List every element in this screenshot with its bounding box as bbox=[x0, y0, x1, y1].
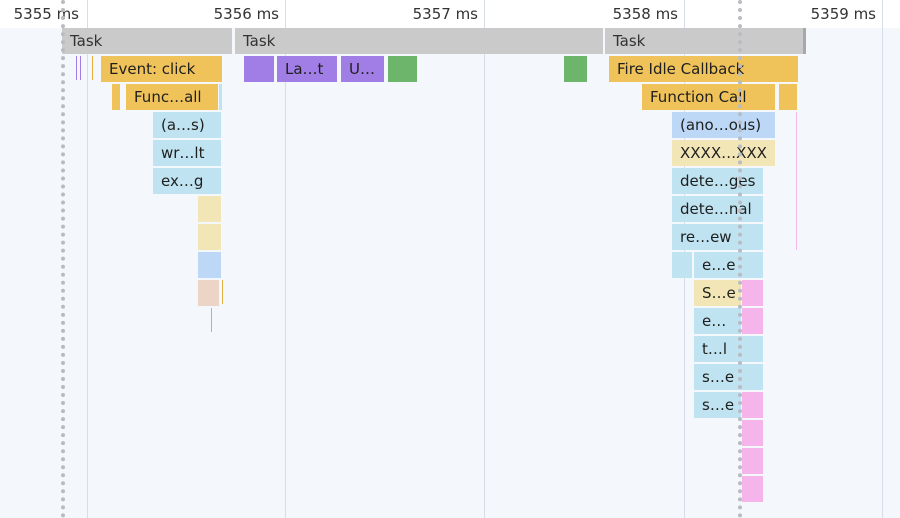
s-call-block[interactable]: s…e bbox=[694, 364, 763, 390]
task-edge bbox=[803, 28, 806, 54]
detect-changes-block[interactable]: dete…ges bbox=[672, 168, 763, 194]
task-block[interactable]: Task bbox=[235, 28, 603, 54]
timeline-marker-start bbox=[61, 0, 65, 518]
gc-block[interactable] bbox=[742, 392, 763, 418]
tick-label: 5358 ms bbox=[612, 5, 678, 23]
timeline-marker-end bbox=[738, 0, 742, 518]
fire-idle-callback-block[interactable]: Fire Idle Callback bbox=[609, 56, 798, 82]
tick-label: 5355 ms bbox=[13, 5, 79, 23]
tiny-event-sliver[interactable] bbox=[222, 280, 223, 304]
tiny-event-sliver[interactable] bbox=[76, 56, 77, 80]
script-sliver[interactable] bbox=[112, 84, 120, 110]
gridline bbox=[87, 0, 88, 518]
function-call-block[interactable]: Func…all bbox=[126, 84, 218, 110]
call-block[interactable] bbox=[198, 280, 219, 306]
update-layer-block[interactable]: U… bbox=[341, 56, 384, 82]
gc-block[interactable] bbox=[742, 280, 763, 306]
task-block[interactable]: Task bbox=[605, 28, 803, 54]
e-call-block[interactable]: e…e bbox=[694, 252, 763, 278]
function-call-block[interactable]: Function Call bbox=[642, 84, 775, 110]
write-call-block[interactable]: wr…lt bbox=[153, 140, 221, 166]
e-call-block[interactable]: e… bbox=[694, 308, 741, 334]
event-click-block[interactable]: Event: click bbox=[101, 56, 222, 82]
tick-label: 5357 ms bbox=[412, 5, 478, 23]
gc-block[interactable] bbox=[742, 308, 763, 334]
call-sliver[interactable] bbox=[219, 84, 222, 110]
detect-internal-block[interactable]: dete…nal bbox=[672, 196, 763, 222]
tiny-event-sliver[interactable] bbox=[80, 56, 81, 80]
anonymous-call-block[interactable]: (a…s) bbox=[153, 112, 221, 138]
call-block[interactable] bbox=[198, 196, 221, 222]
refresh-view-block[interactable]: re…ew bbox=[672, 224, 763, 250]
gridline bbox=[484, 0, 485, 518]
tiny-event-sliver[interactable] bbox=[211, 308, 212, 332]
call-sliver[interactable] bbox=[672, 252, 692, 278]
gridline bbox=[882, 0, 883, 518]
tick-label: 5356 ms bbox=[213, 5, 279, 23]
pink-sliver bbox=[796, 112, 797, 250]
task-block[interactable]: Task bbox=[62, 28, 232, 54]
exec-call-block[interactable]: ex…g bbox=[153, 168, 221, 194]
script-block[interactable] bbox=[779, 84, 797, 110]
timeline-ruler: 5355 ms 5356 ms 5357 ms 5358 ms 5359 ms bbox=[0, 0, 900, 28]
t-call-block[interactable]: t…l bbox=[694, 336, 763, 362]
paint-block[interactable] bbox=[388, 56, 417, 82]
s-call-block[interactable]: S…e bbox=[694, 280, 741, 306]
tick-label: 5359 ms bbox=[810, 5, 876, 23]
xxxx-call-block[interactable]: XXXX…XXX bbox=[672, 140, 775, 166]
anonymous-call-block[interactable]: (ano…ous) bbox=[672, 112, 775, 138]
gc-block[interactable] bbox=[742, 420, 763, 446]
call-block[interactable] bbox=[198, 252, 221, 278]
gridline bbox=[285, 0, 286, 518]
paint-block[interactable] bbox=[564, 56, 587, 82]
s-call-block[interactable]: s…e bbox=[694, 392, 741, 418]
gc-block[interactable] bbox=[742, 476, 763, 502]
tiny-event-sliver[interactable] bbox=[92, 56, 93, 80]
gc-block[interactable] bbox=[742, 448, 763, 474]
rendering-block[interactable] bbox=[244, 56, 274, 82]
layout-block[interactable]: La…t bbox=[277, 56, 337, 82]
call-block[interactable] bbox=[198, 224, 221, 250]
